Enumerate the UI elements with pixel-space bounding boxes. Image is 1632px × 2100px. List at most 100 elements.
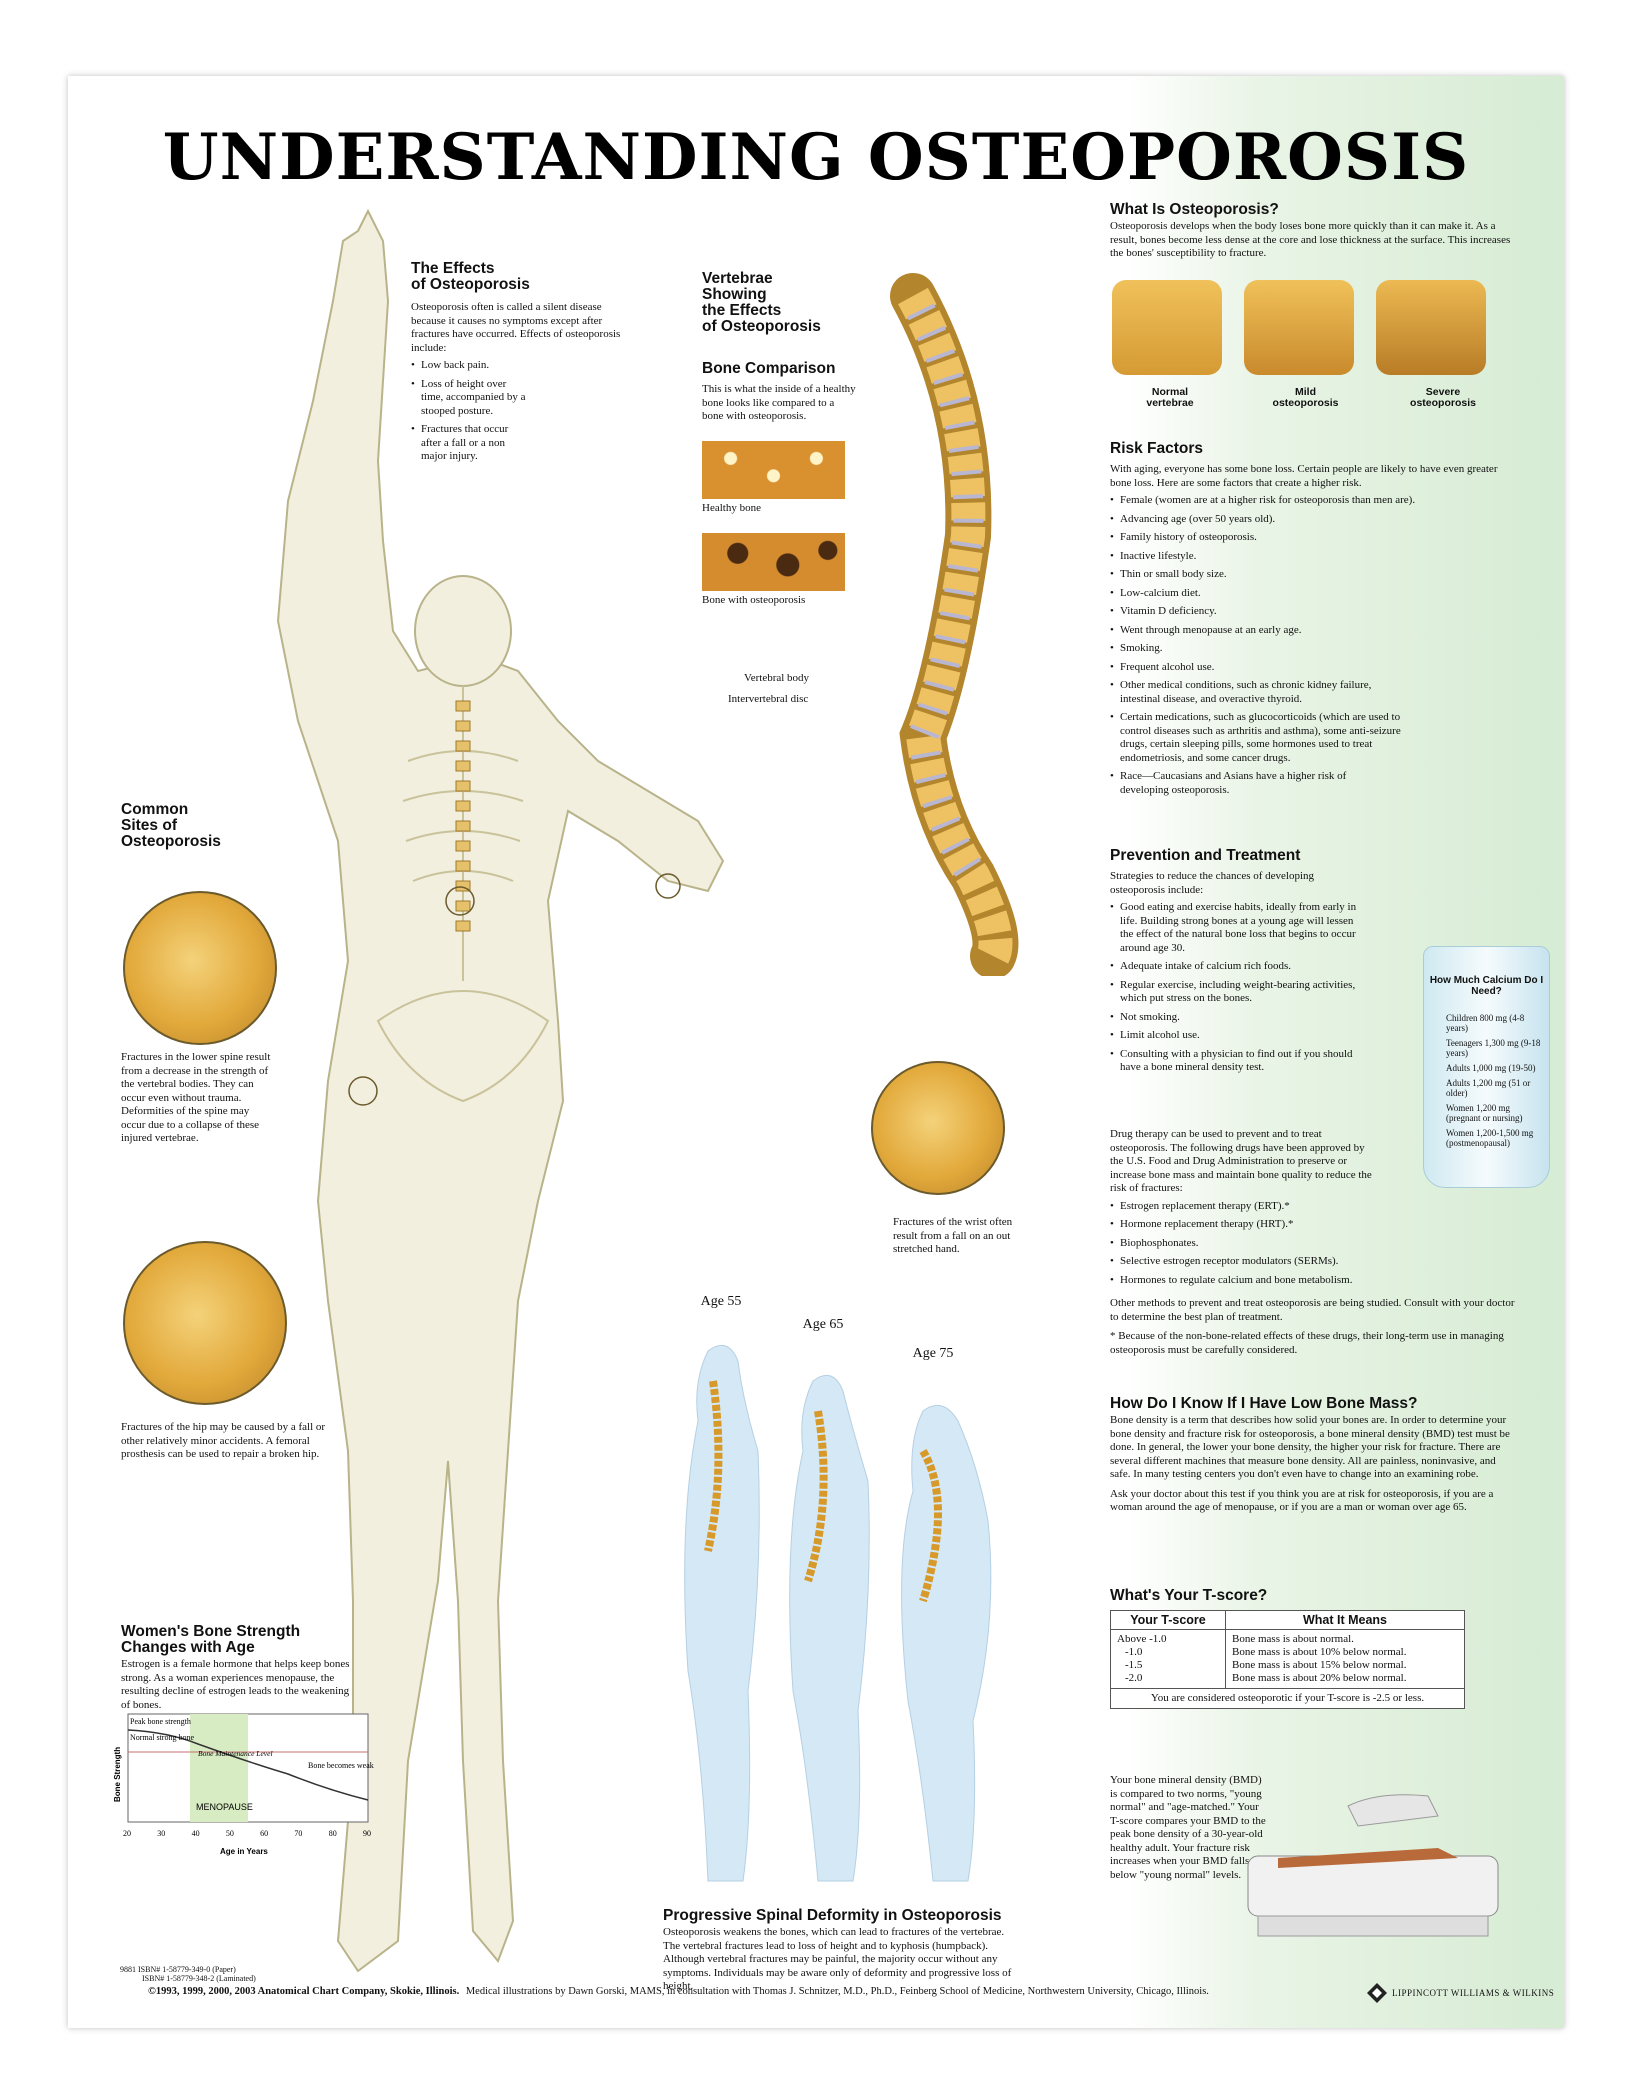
risk-text: With aging, everyone has some bone loss.… [1110,463,1498,489]
list-item: Frequent alcohol use. [1110,661,1515,675]
progressive-section: Progressive Spinal Deformity in Osteopor… [663,1908,1023,1994]
isbn-line: ISBN# 1-58779-348-2 (Laminated) [142,1974,256,1983]
list-item: Went through menopause at an early age. [1110,624,1515,638]
risk-heading: Risk Factors [1110,440,1204,457]
list-item: Other medical conditions, such as chroni… [1110,679,1410,706]
effects-text: Osteoporosis often is called a silent di… [411,301,621,354]
list-item: Adequate intake of calcium rich foods. [1110,960,1360,974]
table-cell: -1.0 [1110,1646,1226,1659]
bone-strength-chart: Peak bone strength Normal strong bone Bo… [113,1713,374,1856]
low-bone-section: How Do I Know If I Have Low Bone Mass? B… [1110,1396,1515,1515]
spine-illustration [890,273,1019,976]
list-item: Not smoking. [1110,1011,1360,1025]
bone-comparison-heading: Bone Comparison [702,360,836,377]
table-row: You are considered osteoporotic if your … [1110,1688,1465,1709]
other-methods-section: Other methods to prevent and treat osteo… [1110,1297,1515,1357]
table-cell: Bone mass is about 10% below normal. [1232,1646,1407,1658]
calcium-list: Children 800 mg (4-8 years) Teenagers 1,… [1446,1013,1546,1148]
list-item: Biophosphonates. [1110,1237,1375,1251]
list-item: Family history of osteoporosis. [1110,531,1515,545]
x-tick-label: 60 [260,1829,268,1838]
calcium-row: Women 1,200 mg (pregnant or nursing) [1446,1103,1523,1123]
bone-comparison-section: Bone Comparison This is what the inside … [702,361,857,424]
prevention-list: Good eating and exercise habits, ideally… [1110,901,1360,1075]
list-item: Female (women are at a higher risk for o… [1110,494,1515,508]
mild-osteoporosis-label: Mild osteoporosis [1272,386,1339,409]
list-item: Loss of height over time, accompanied by… [411,378,531,419]
tscore-section: What's Your T-score? Your T-score What I… [1110,1588,1515,1709]
effects-list: Low back pain. Loss of height over time,… [411,359,626,464]
calcium-row: Children 800 mg (4-8 years) [1446,1013,1525,1033]
spine-fracture-text: Fractures in the lower spine result from… [121,1051,271,1144]
list-item: Hormone replacement therapy (HRT).* [1110,1218,1375,1232]
list-item: Race—Caucasians and Asians have a higher… [1110,770,1350,797]
x-tick-label: 70 [294,1829,302,1838]
x-tick-label: 80 [329,1829,337,1838]
list-item: Advancing age (over 50 years old). [1110,513,1515,527]
progressive-text: Osteoporosis weakens the bones, which ca… [663,1926,1012,1992]
list-item: Limit alcohol use. [1110,1029,1360,1043]
age-75-label: Age 75 [912,1346,954,1361]
osteoporotic-bone-image [702,533,845,591]
publisher-name: LIPPINCOTT WILLIAMS & WILKINS [1392,1988,1555,1998]
drug-therapy-section: Drug therapy can be used to prevent and … [1110,1128,1375,1292]
list-item: Selective estrogen receptor modulators (… [1110,1255,1375,1269]
x-tick-label: 90 [363,1829,371,1838]
what-is-text: Osteoporosis develops when the body lose… [1110,220,1511,259]
bmd-text: Your bone mineral density (BMD) is compa… [1110,1774,1266,1881]
list-item: Consulting with a physician to find out … [1110,1048,1360,1075]
y-axis-label: Bone Strength [113,1747,122,1802]
x-tick-label: 20 [123,1829,131,1838]
calcium-heading: How Much Calcium Do I Need? [1429,975,1544,997]
hip-fracture-text: Fractures of the hip may be caused by a … [121,1421,326,1460]
healthy-bone-image [702,441,845,499]
bone-density-scanner-illustration [1247,1794,1499,1937]
wrist-circle-illustration [871,1061,1005,1195]
tscore-footer: You are considered osteoporotic if your … [1110,1688,1465,1709]
low-bone-text-2: Ask your doctor about this test if you t… [1110,1487,1494,1514]
osteoporotic-bone-caption: Bone with osteoporosis [702,594,806,606]
other-methods-text: Other methods to prevent and treat osteo… [1110,1297,1515,1323]
severe-osteoporosis-label: Severe osteoporosis [1410,386,1476,409]
list-item: Inactive lifestyle. [1110,550,1515,564]
wrist-fracture-text: Fractures of the wrist often result from… [893,1216,1013,1255]
list-item: Hormones to regulate calcium and bone me… [1110,1274,1375,1288]
x-axis-label: Age in Years [220,1847,268,1856]
chart-annotation: MENOPAUSE [196,1802,253,1812]
page-title: UNDERSTANDING OSTEOPOROSIS [162,120,1470,195]
table-row: -1.0 Bone mass is about 10% below normal. [1110,1646,1465,1659]
isbn-line: 9881 ISBN# 1-58779-349-0 (Paper) [120,1965,236,1974]
normal-vertebrae-label: Normal vertebrae [1146,386,1194,409]
what-is-heading: What Is Osteoporosis? [1110,201,1279,218]
progressive-heading: Progressive Spinal Deformity in Osteopor… [663,1907,1002,1924]
chart-annotation: Peak bone strength [130,1717,191,1726]
credits: Medical illustrations by Dawn Gorski, MA… [465,1986,1209,1997]
low-bone-text: Bone density is a term that describes ho… [1110,1414,1510,1480]
bone-comparison-text: This is what the inside of a healthy bon… [702,383,856,422]
calcium-glass-illustration: How Much Calcium Do I Need? Children 800… [1423,946,1550,1188]
footer: ©1993, 1999, 2000, 2003 Anatomical Chart… [148,1986,1488,1997]
calcium-row: Women 1,200-1,500 mg (postmenopausal) [1446,1128,1534,1148]
chart-annotation: Normal strong bone [130,1733,194,1742]
womens-text: Estrogen is a female hormone that helps … [121,1658,350,1711]
skeleton-figure-illustration [276,208,725,1973]
table-cell: -2.0 [1110,1672,1226,1689]
chart-annotation: Bone becomes weak [308,1761,374,1770]
table-cell: -1.5 [1110,1659,1226,1672]
vertebral-body-label: Vertebral body [744,672,810,684]
list-item: Low-calcium diet. [1110,587,1515,601]
x-tick-label: 30 [157,1829,165,1838]
tscore-col-header: What It Means [1225,1610,1465,1630]
list-item: Certain medications, such as glucocortic… [1110,711,1420,765]
tscore-heading: What's Your T-score? [1110,1587,1268,1604]
copyright: ©1993, 1999, 2000, 2003 Anatomical Chart… [148,1986,460,1997]
chart-annotation: Bone Maintenance Level [198,1749,273,1758]
calcium-row: Adults 1,200 mg (51 or older) [1446,1078,1531,1098]
